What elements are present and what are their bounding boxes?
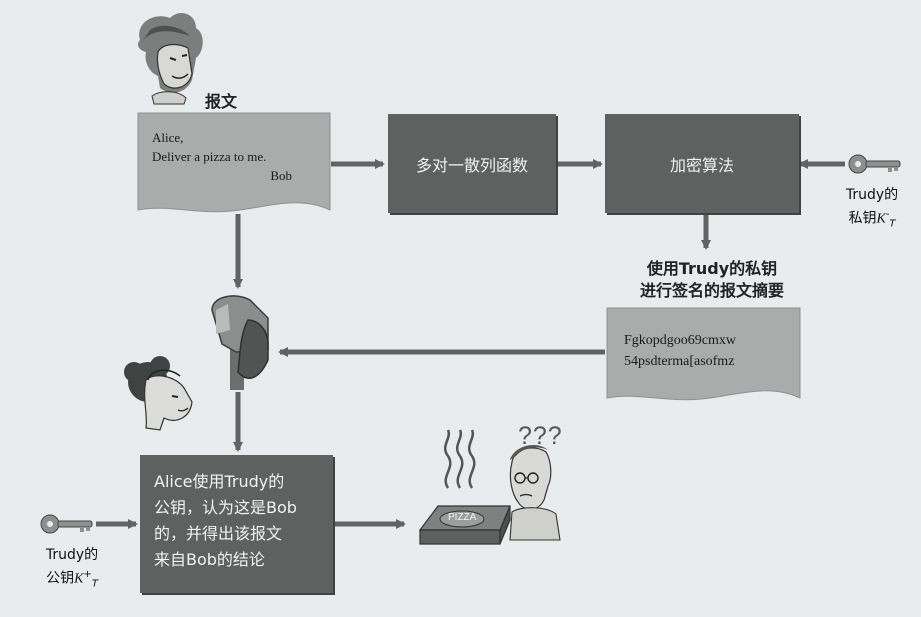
message-document — [137, 112, 331, 213]
alice-box-line-4: 来自Bob的结论 — [154, 550, 265, 569]
trudy-public-key-sub: T — [91, 578, 98, 590]
alice-box-line-1: Alice使用Trudy的 — [154, 472, 285, 491]
hash-function-box: 多对一散列函数 — [388, 114, 556, 213]
private-key-icon — [848, 154, 901, 174]
alice-face-illustration — [124, 356, 193, 431]
trudy-private-key-symbol: K — [876, 211, 886, 227]
message-document-text: Alice, Deliver a pizza to me. Bob — [152, 128, 328, 185]
alice-box-line-2: 公钥，认为这是Bob — [154, 498, 297, 517]
trudy-private-key-line: 私钥K-T — [826, 205, 918, 234]
digest-line-2: 54psdterma[asofmz — [624, 354, 735, 369]
public-key-icon — [40, 514, 93, 534]
confused-question-marks: ??? — [518, 422, 563, 450]
message-signoff: Bob — [270, 168, 292, 183]
trudy-public-key-line: 公钥K+T — [26, 565, 118, 594]
trudy-public-key-label: Trudy的 公钥K+T — [26, 545, 118, 594]
digest-document-text: Fgkopdgoo69cmxw 54psdterma[asofmz — [624, 330, 736, 372]
signed-digest-caption-line-2: 进行签名的报文摘要 — [639, 281, 784, 300]
signed-digest-caption-line-1: 使用Trudy的私钥 — [646, 259, 778, 278]
alice-conclusion-box: Alice使用Trudy的 公钥，认为这是Bob 的，并得出该报文 来自Bob的… — [140, 455, 333, 593]
trudy-private-key-sub: T — [889, 218, 896, 230]
encryption-algorithm-box: 加密算法 — [605, 114, 799, 213]
pizza-label: PIZZA — [448, 512, 477, 523]
message-label: 报文 — [205, 92, 238, 111]
mailbox-illustration — [211, 295, 269, 390]
trudy-private-key-text: 私钥 — [848, 210, 877, 227]
trudy-private-key-label: Trudy的 私钥K-T — [826, 185, 918, 234]
message-line-1: Alice, — [152, 130, 184, 145]
trudy-public-name: Trudy的 — [45, 547, 99, 563]
trudy-private-name: Trudy的 — [845, 187, 899, 203]
digest-document — [606, 307, 801, 401]
alice-box-line-3: 的，并得出该报文 — [154, 524, 283, 543]
message-line-2: Deliver a pizza to me. — [152, 149, 267, 164]
bob-face-illustration — [138, 13, 203, 105]
trudy-public-key-symbol: K — [74, 571, 84, 587]
trudy-public-key-sup: + — [83, 569, 92, 580]
trudy-public-key-text: 公钥 — [46, 570, 75, 587]
pizza-box-illustration — [418, 429, 511, 545]
trudy-private-key-sup: - — [885, 209, 890, 220]
digest-line-1: Fgkopdgoo69cmxw — [624, 333, 736, 348]
confused-man-illustration — [509, 445, 561, 541]
signed-digest-caption: 使用Trudy的私钥 进行签名的报文摘要 — [612, 258, 812, 302]
